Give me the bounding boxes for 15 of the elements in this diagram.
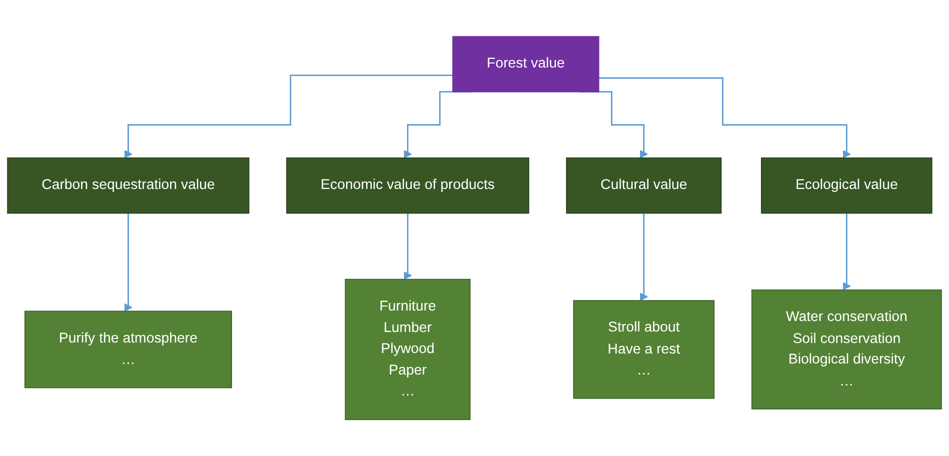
arrow [404, 212, 412, 280]
node-box: Water conservation Soil conservation Biological diversity … [751, 289, 942, 410]
arrow [124, 74, 453, 158]
arrow [124, 212, 132, 312]
node-box: Furniture Lumber Plywood Paper … [344, 278, 471, 420]
node-box: Cultural value [566, 157, 722, 214]
arrow [598, 77, 851, 158]
node-box: Forest value [452, 36, 600, 92]
arrow [842, 212, 851, 290]
node-box: Purify the atmosphere … [24, 310, 232, 388]
node-box: Carbon sequestration value [7, 157, 250, 214]
node-box: Economic value of products [286, 157, 530, 214]
node-box: Stroll about Have a rest … [573, 300, 715, 399]
node-box: Ecological value [760, 157, 932, 214]
arrow [640, 212, 648, 301]
